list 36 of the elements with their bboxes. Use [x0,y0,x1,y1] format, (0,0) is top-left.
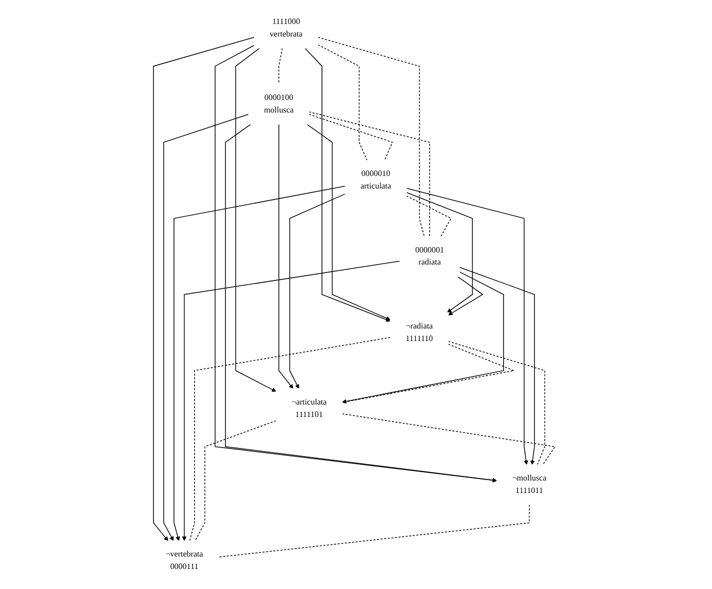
node-text: ¬vertebrata 0000111 [166,550,204,572]
arrow [214,44,497,483]
node-text: 0000100 mollusca [264,93,294,115]
node-text: ¬mollusca 1111011 [512,474,546,496]
connector [194,420,276,542]
arrow [235,48,276,392]
arrow [304,48,390,322]
arrow [182,260,400,541]
arrow [174,186,346,541]
node-text: ¬radiata 1111110 [406,322,433,343]
arrow [225,124,497,482]
arrow [153,36,255,541]
connector [342,344,516,403]
arrow [289,194,346,389]
connector [308,114,393,161]
node-text: 0000010 articulata [360,170,392,191]
connector [406,196,452,237]
connector [318,44,368,161]
node-text: 0000001 radiata [415,246,444,267]
connector [318,36,425,237]
arrow [448,276,484,316]
arrow [406,192,473,313]
connector [189,337,391,542]
arrow [459,266,535,465]
connector [278,48,283,85]
node-text: 1111000 vertebrata [270,17,303,38]
arrow [306,124,390,320]
arrow [406,188,528,465]
arrow [342,271,504,404]
node-text: ¬articulata 1111101 [291,398,327,419]
connector [308,112,430,237]
connector [448,340,546,466]
arrow [278,124,294,389]
connector [218,504,530,558]
arrow [163,114,249,541]
connector [342,413,556,466]
